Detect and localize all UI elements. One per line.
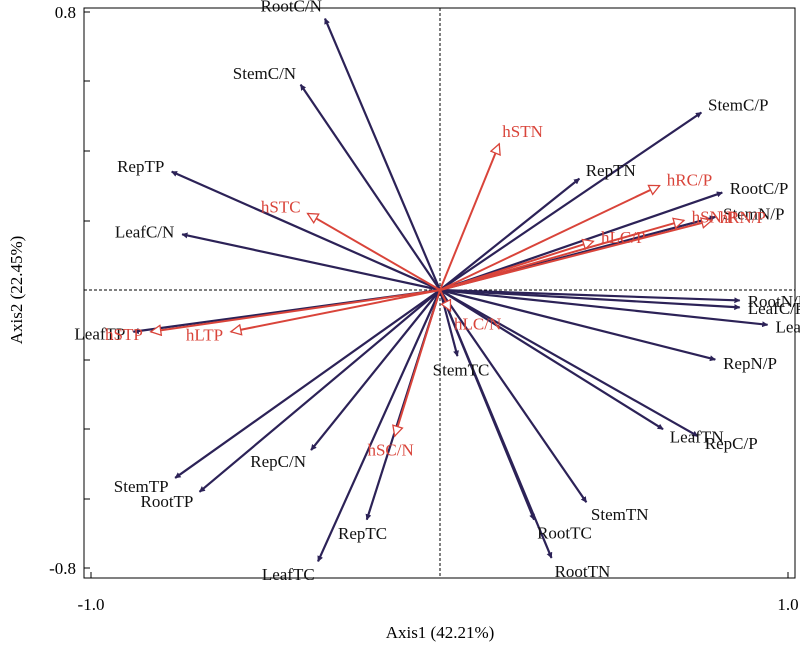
vector-arrow-stemc-n xyxy=(299,84,441,291)
vector-label-repc-n: RepC/N xyxy=(250,452,306,471)
vector-arrow-stemtp xyxy=(174,289,441,479)
vector-label-hsn-p: hSN/P xyxy=(692,208,736,227)
vector-label-stemtp: StemTP xyxy=(114,477,169,496)
y-tick-label-top: 0.8 xyxy=(55,3,76,22)
vector-arrow-hlc-n xyxy=(439,289,452,311)
vector-label-rootn-p: RootN/P xyxy=(748,292,800,311)
vector-arrow-rootc-n xyxy=(323,18,442,291)
vector-label-stemtc: StemTC xyxy=(433,361,490,380)
vector-arrow-rootc-p xyxy=(439,191,723,292)
vector-label-reptn: RepTN xyxy=(586,161,636,180)
vector-label-hstc: hSTC xyxy=(261,197,301,216)
vector-arrow-leafn-p xyxy=(439,288,769,328)
vector-arrow-hsc-n xyxy=(395,289,441,436)
vector-arrow-repc-p xyxy=(439,289,699,438)
x-axis-title: Axis1 (42.21%) xyxy=(386,623,495,642)
vector-arrow-hrn-p xyxy=(439,220,712,291)
vector-arrow-roottn xyxy=(438,289,553,559)
vector-arrow-hstc xyxy=(308,212,441,291)
y-axis: 0.8 -0.8 xyxy=(49,3,90,578)
vector-label-roottc: RootTC xyxy=(537,524,592,543)
x-tick-label-left: -1.0 xyxy=(78,595,105,614)
vector-label-stemtn: StemTN xyxy=(591,505,649,524)
vector-arrow-reptn xyxy=(439,177,581,291)
vector-label-repc-p: RepC/P xyxy=(705,434,758,453)
vector-arrow-stemc-p xyxy=(439,111,702,291)
vector-label-stemn-p: StemN/P xyxy=(723,204,784,223)
vector-arrow-repc-n xyxy=(310,289,441,451)
vector-label-leaftc: LeafTC xyxy=(262,565,315,584)
vector-arrow-hstp xyxy=(151,289,441,332)
vector-label-leafc-n: LeafC/N xyxy=(115,222,174,241)
vector-arrow-repn-p xyxy=(439,288,716,362)
y-tick-label-bottom: -0.8 xyxy=(49,559,76,578)
vector-label-reptc: RepTC xyxy=(338,524,387,543)
vector-label-hstp: hSTP xyxy=(105,325,143,344)
vector-arrow-hltp xyxy=(231,289,441,332)
vector-arrow-stemtn xyxy=(439,289,588,503)
vector-label-leaftn: LeafTN xyxy=(670,428,724,447)
vector-label-layer: RootC/N StemC/N StemC/P RepTP RepTN RootC/P Le… xyxy=(74,0,800,584)
vector-arrow-leaftn xyxy=(439,289,664,431)
vector-arrow-hrc-p xyxy=(439,184,660,291)
vector-label-stemc-n: StemC/N xyxy=(233,64,296,83)
vector-label-rootc-n: RootC/N xyxy=(260,0,321,16)
vector-label-hlc-n: hLC/N xyxy=(454,314,501,333)
vector-arrow-reptp xyxy=(171,170,441,292)
vector-arrow-leaftc xyxy=(317,289,442,562)
vector-label-hsc-n: hSC/N xyxy=(367,441,413,460)
x-axis: -1.0 1.0 xyxy=(78,572,799,614)
x-tick-label-right: 1.0 xyxy=(777,595,798,614)
vector-label-hlc-p: hLC/P xyxy=(601,228,645,247)
vector-layer xyxy=(132,18,769,562)
vector-arrow-rootn-p xyxy=(439,288,741,304)
vector-label-leafn-p: LeafN/P xyxy=(776,317,800,336)
vector-arrow-hstn xyxy=(439,144,499,291)
vector-label-hltp: hLTP xyxy=(186,326,223,345)
vector-arrow-leafc-p xyxy=(439,288,741,311)
vector-label-leafc-p: LeafC/P xyxy=(748,299,800,318)
vector-arrow-hsn-p xyxy=(439,220,684,291)
vector-arrow-leafc-n xyxy=(181,232,441,292)
vector-arrow-roottp xyxy=(198,289,441,493)
vector-label-hrc-p: hRC/P xyxy=(667,171,712,190)
vector-label-leaftp: LeafTP xyxy=(74,325,125,344)
vector-label-roottn: RootTN xyxy=(555,562,611,581)
vector-label-stemc-p: StemC/P xyxy=(708,96,768,115)
vector-label-roottp: RootTP xyxy=(140,492,193,511)
vector-label-hrn-p: hRN/P xyxy=(720,208,766,227)
vector-label-hstn: hSTN xyxy=(502,122,543,141)
vector-label-rootc-p: RootC/P xyxy=(730,179,789,198)
vector-label-reptp: RepTP xyxy=(117,157,164,176)
vector-label-repn-p: RepN/P xyxy=(723,354,777,373)
y-axis-title: Axis2 (22.45%) xyxy=(7,236,26,345)
